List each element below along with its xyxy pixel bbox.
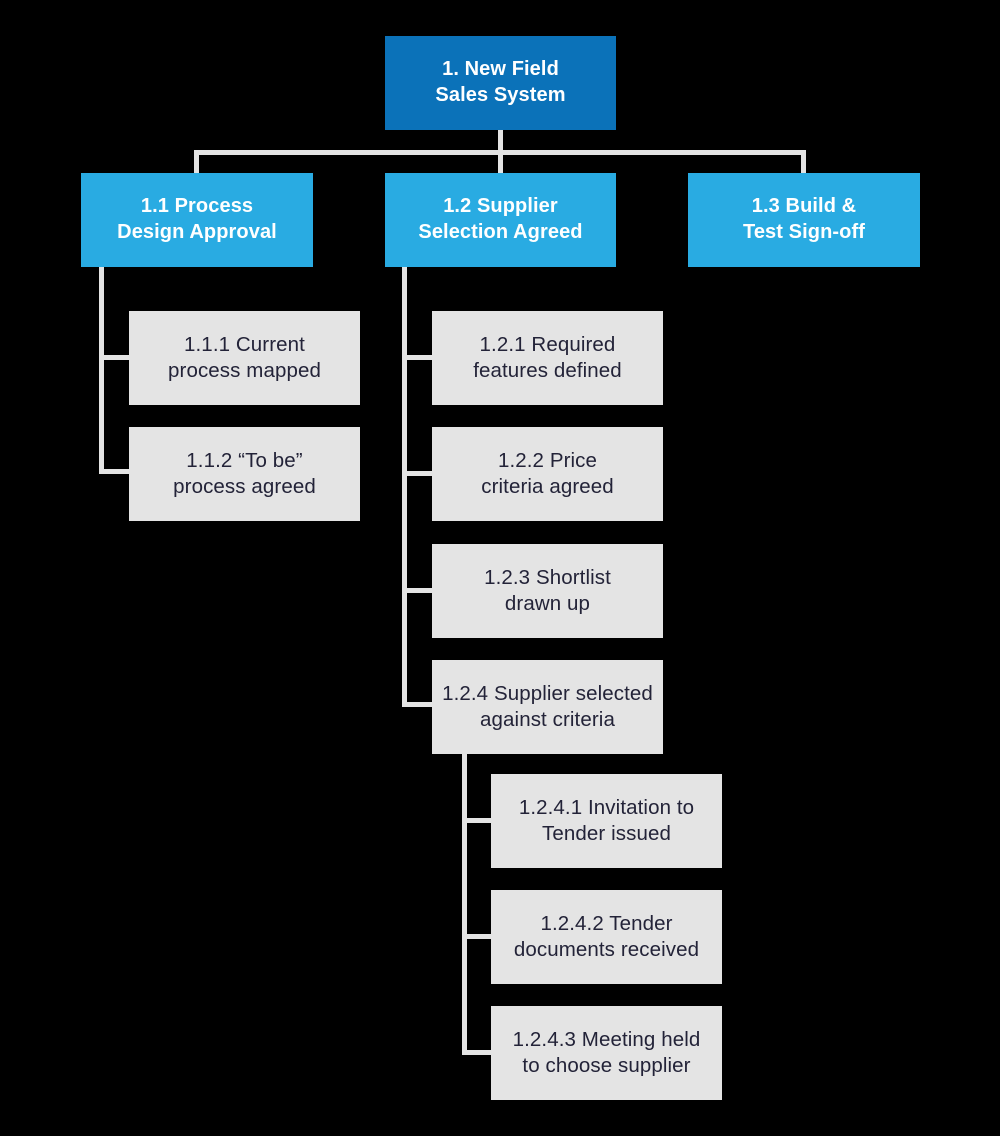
node-1-1-1[interactable]: 1.1.1 Current process mapped (129, 311, 360, 405)
connector-stub-1-1-2 (99, 469, 131, 474)
connector-stub-1-2-2 (402, 471, 434, 476)
node-1-2-1[interactable]: 1.2.1 Required features defined (432, 311, 663, 405)
connector-drop-1-3 (801, 150, 806, 175)
node-1-3[interactable]: 1.3 Build & Test Sign-off (688, 173, 920, 267)
connector-drop-1-2 (498, 150, 503, 175)
connector-trunk-1-2 (402, 267, 407, 707)
node-1-2-2[interactable]: 1.2.2 Price criteria agreed (432, 427, 663, 521)
node-1-2[interactable]: 1.2 Supplier Selection Agreed (385, 173, 616, 267)
node-1-2-3[interactable]: 1.2.3 Shortlist drawn up (432, 544, 663, 638)
node-1-2-4-2[interactable]: 1.2.4.2 Tender documents received (491, 890, 722, 984)
connector-stub-1-2-4 (402, 702, 434, 707)
node-1-1-2[interactable]: 1.1.2 “To be” process agreed (129, 427, 360, 521)
connector-trunk-1-1 (99, 267, 104, 474)
connector-trunk-1-2-4 (462, 752, 467, 1054)
node-1-2-4-1[interactable]: 1.2.4.1 Invitation to Tender issued (491, 774, 722, 868)
node-1-2-4-3[interactable]: 1.2.4.3 Meeting held to choose supplier (491, 1006, 722, 1100)
connector-stub-1-2-3 (402, 588, 434, 593)
node-1-2-4[interactable]: 1.2.4 Supplier selected against criteria (432, 660, 663, 754)
connector-stub-1-1-1 (99, 355, 131, 360)
connector-root-down (498, 128, 503, 155)
node-1-1[interactable]: 1.1 Process Design Approval (81, 173, 313, 267)
node-root[interactable]: 1. New Field Sales System (385, 36, 616, 130)
connector-stub-1-2-4-1 (462, 818, 494, 823)
connector-stub-1-2-4-3 (462, 1050, 494, 1055)
connector-stub-1-2-4-2 (462, 934, 494, 939)
connector-drop-1-1 (194, 150, 199, 175)
connector-stub-1-2-1 (402, 355, 434, 360)
